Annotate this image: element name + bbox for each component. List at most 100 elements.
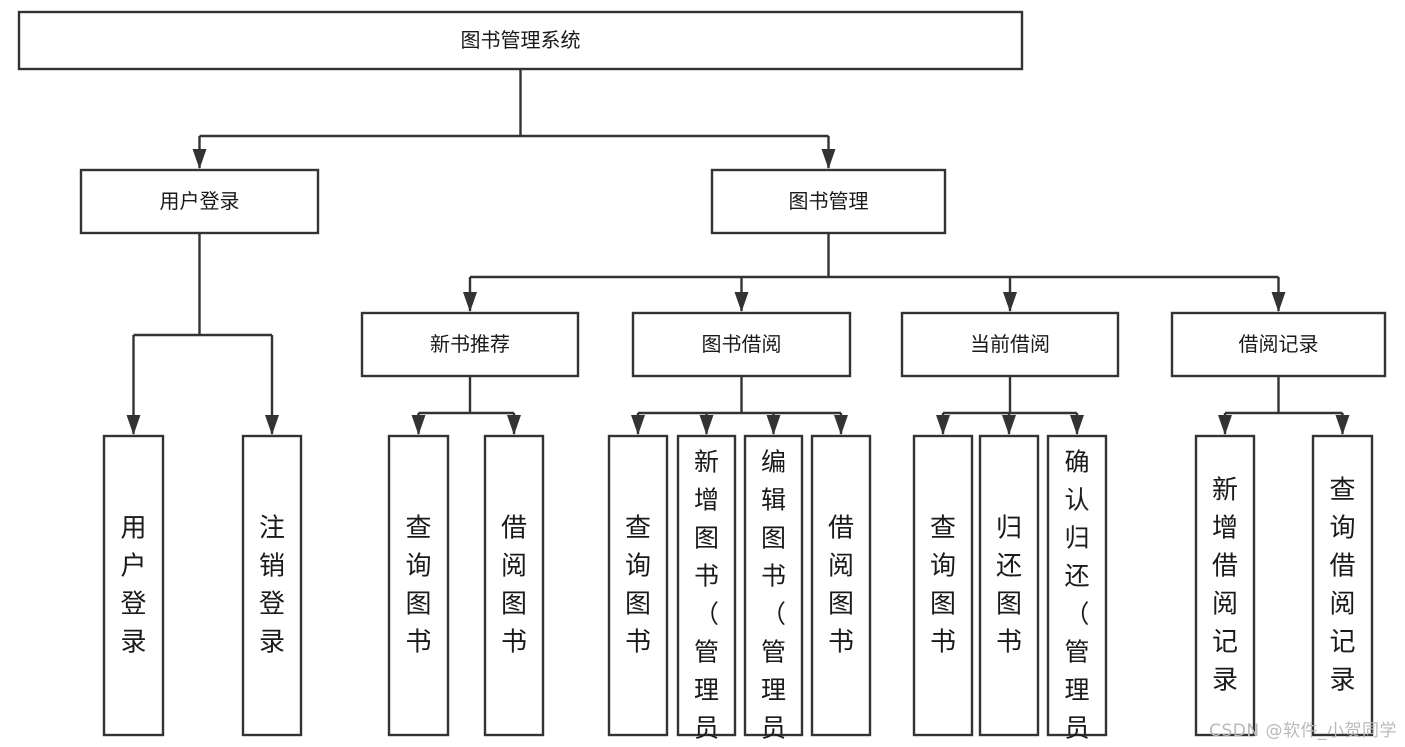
node-leaf-query-book-2-label-char: 询 bbox=[625, 552, 651, 582]
node-user-login-label: 用户登录 bbox=[160, 189, 240, 213]
node-leaf-confirm-return-admin-label-char: 管 bbox=[1064, 638, 1089, 667]
node-leaf-edit-book-admin-label-char: （ bbox=[761, 600, 786, 629]
arrow-head-icon bbox=[1003, 292, 1017, 312]
node-leaf-logout-login-label-char: 录 bbox=[259, 628, 285, 658]
node-current-borrow-box[interactable] bbox=[900, 311, 1120, 378]
node-leaf-logout-login-label-char: 注 bbox=[259, 514, 285, 544]
node-new-book-recommend-box[interactable] bbox=[360, 311, 580, 378]
node-leaf-borrow-book-2-label-char: 书 bbox=[828, 628, 854, 658]
arrow-head-icon bbox=[766, 415, 781, 435]
node-new-book-recommend-label: 新书推荐 bbox=[430, 332, 510, 356]
node-leaf-add-book-admin-label-char: 增 bbox=[694, 486, 719, 515]
node-book-borrow-box[interactable] bbox=[631, 311, 852, 378]
node-leaf-edit-book-admin-label-char: 管 bbox=[761, 638, 786, 667]
node-leaf-query-borrow-record-box[interactable] bbox=[1311, 434, 1374, 737]
node-leaf-user-login-label-char: 录 bbox=[120, 628, 146, 658]
arrow-head-icon bbox=[463, 292, 477, 312]
node-user-login-box[interactable] bbox=[79, 168, 320, 235]
node-leaf-query-book-1-box[interactable] bbox=[387, 434, 450, 737]
node-leaf-query-book-3-label-char: 询 bbox=[930, 552, 956, 582]
node-leaf-edit-book-admin-label-char: 辑 bbox=[761, 486, 786, 515]
node-leaf-query-book-2-box[interactable] bbox=[607, 434, 669, 737]
node-leaf-confirm-return-admin-label-char: 员 bbox=[1064, 714, 1089, 743]
node-leaf-confirm-return-admin-box[interactable] bbox=[1046, 434, 1108, 737]
node-leaf-edit-book-admin-label-char: 编 bbox=[761, 448, 786, 477]
node-borrow-record-box[interactable] bbox=[1170, 311, 1387, 378]
node-leaf-user-login[interactable]: 用户登录 bbox=[102, 434, 165, 737]
arrow-head-icon bbox=[265, 415, 279, 435]
node-leaf-borrow-book-2-box[interactable] bbox=[810, 434, 872, 737]
arrow-head-icon bbox=[699, 415, 714, 435]
node-leaf-query-book-1-label-char: 书 bbox=[405, 628, 431, 658]
node-leaf-borrow-book-1-label-char: 阅 bbox=[501, 552, 527, 582]
node-leaf-user-login-label-char: 用 bbox=[120, 514, 146, 544]
arrow-head-icon bbox=[734, 292, 749, 312]
arrow-head-icon bbox=[126, 415, 141, 435]
node-leaf-confirm-return-admin-label-char: （ bbox=[1064, 600, 1089, 629]
node-leaf-borrow-book-2-label-char: 阅 bbox=[828, 552, 854, 582]
node-leaf-add-book-admin-box[interactable] bbox=[676, 434, 737, 737]
node-leaf-add-book-admin-label-char: 新 bbox=[694, 448, 719, 477]
node-leaf-edit-book-admin-label-char: 理 bbox=[761, 676, 786, 705]
node-leaf-borrow-book-1-box[interactable] bbox=[483, 434, 545, 737]
node-root-图书管理系统-label: 图书管理系统 bbox=[461, 28, 581, 52]
node-leaf-add-borrow-record-label-char: 新 bbox=[1212, 476, 1238, 506]
node-current-borrow[interactable]: 当前借阅 bbox=[900, 311, 1120, 378]
node-leaf-query-book-2-label-char: 书 bbox=[625, 628, 651, 658]
node-leaf-edit-book-admin-box[interactable] bbox=[743, 434, 804, 737]
node-book-management-box[interactable] bbox=[710, 168, 947, 235]
node-leaf-borrow-book-2-label-char: 图 bbox=[828, 590, 854, 620]
node-root-图书管理系统[interactable]: 图书管理系统 bbox=[17, 10, 1024, 71]
node-leaf-confirm-return-admin-label-char: 归 bbox=[1064, 524, 1089, 553]
node-leaf-add-borrow-record-box[interactable] bbox=[1194, 434, 1256, 737]
node-borrow-record-label: 借阅记录 bbox=[1239, 332, 1319, 356]
node-leaf-query-borrow-record-label-char: 借 bbox=[1329, 552, 1355, 582]
node-leaf-return-book-box[interactable] bbox=[978, 434, 1040, 737]
node-book-borrow[interactable]: 图书借阅 bbox=[631, 311, 852, 378]
node-leaf-confirm-return-admin-label-char: 确 bbox=[1064, 448, 1089, 477]
node-book-management[interactable]: 图书管理 bbox=[710, 168, 947, 235]
node-leaf-add-borrow-record-label-char: 录 bbox=[1212, 666, 1238, 696]
node-user-login[interactable]: 用户登录 bbox=[79, 168, 320, 235]
arrow-head-icon bbox=[936, 415, 950, 435]
node-leaf-query-book-3-label-char: 图 bbox=[930, 590, 956, 620]
node-leaf-return-book-label-char: 还 bbox=[996, 552, 1022, 582]
node-leaf-logout-login-box[interactable] bbox=[241, 434, 303, 737]
node-leaf-logout-login-label-char: 销 bbox=[259, 552, 285, 582]
arrow-head-icon bbox=[192, 149, 207, 169]
node-borrow-record[interactable]: 借阅记录 bbox=[1170, 311, 1387, 378]
node-leaf-query-book-3-box[interactable] bbox=[912, 434, 974, 737]
node-leaf-user-login-box[interactable] bbox=[102, 434, 165, 737]
arrow-head-icon bbox=[507, 415, 521, 435]
node-leaf-logout-login-label-char: 登 bbox=[259, 590, 285, 620]
node-leaf-borrow-book-1-label-char: 借 bbox=[501, 514, 527, 544]
node-leaf-confirm-return-admin-label-char: 理 bbox=[1064, 676, 1089, 705]
connectors-layer bbox=[126, 69, 1350, 435]
arrow-head-icon bbox=[1070, 415, 1084, 435]
node-root-图书管理系统-box[interactable] bbox=[17, 10, 1024, 71]
node-book-borrow-label: 图书借阅 bbox=[702, 332, 782, 356]
arrow-head-icon bbox=[1218, 415, 1232, 435]
node-leaf-query-borrow-record-label-char: 记 bbox=[1329, 628, 1355, 658]
node-leaf-query-borrow-record-label-char: 录 bbox=[1329, 666, 1355, 696]
node-leaf-add-borrow-record-label-char: 增 bbox=[1212, 514, 1238, 544]
node-leaf-user-login-label-char: 登 bbox=[120, 590, 146, 620]
node-new-book-recommend[interactable]: 新书推荐 bbox=[360, 311, 580, 378]
arrow-head-icon bbox=[1271, 292, 1286, 312]
node-leaf-add-book-admin-label-char: 书 bbox=[694, 562, 719, 591]
node-leaf-query-book-3-label-char: 查 bbox=[930, 514, 956, 544]
